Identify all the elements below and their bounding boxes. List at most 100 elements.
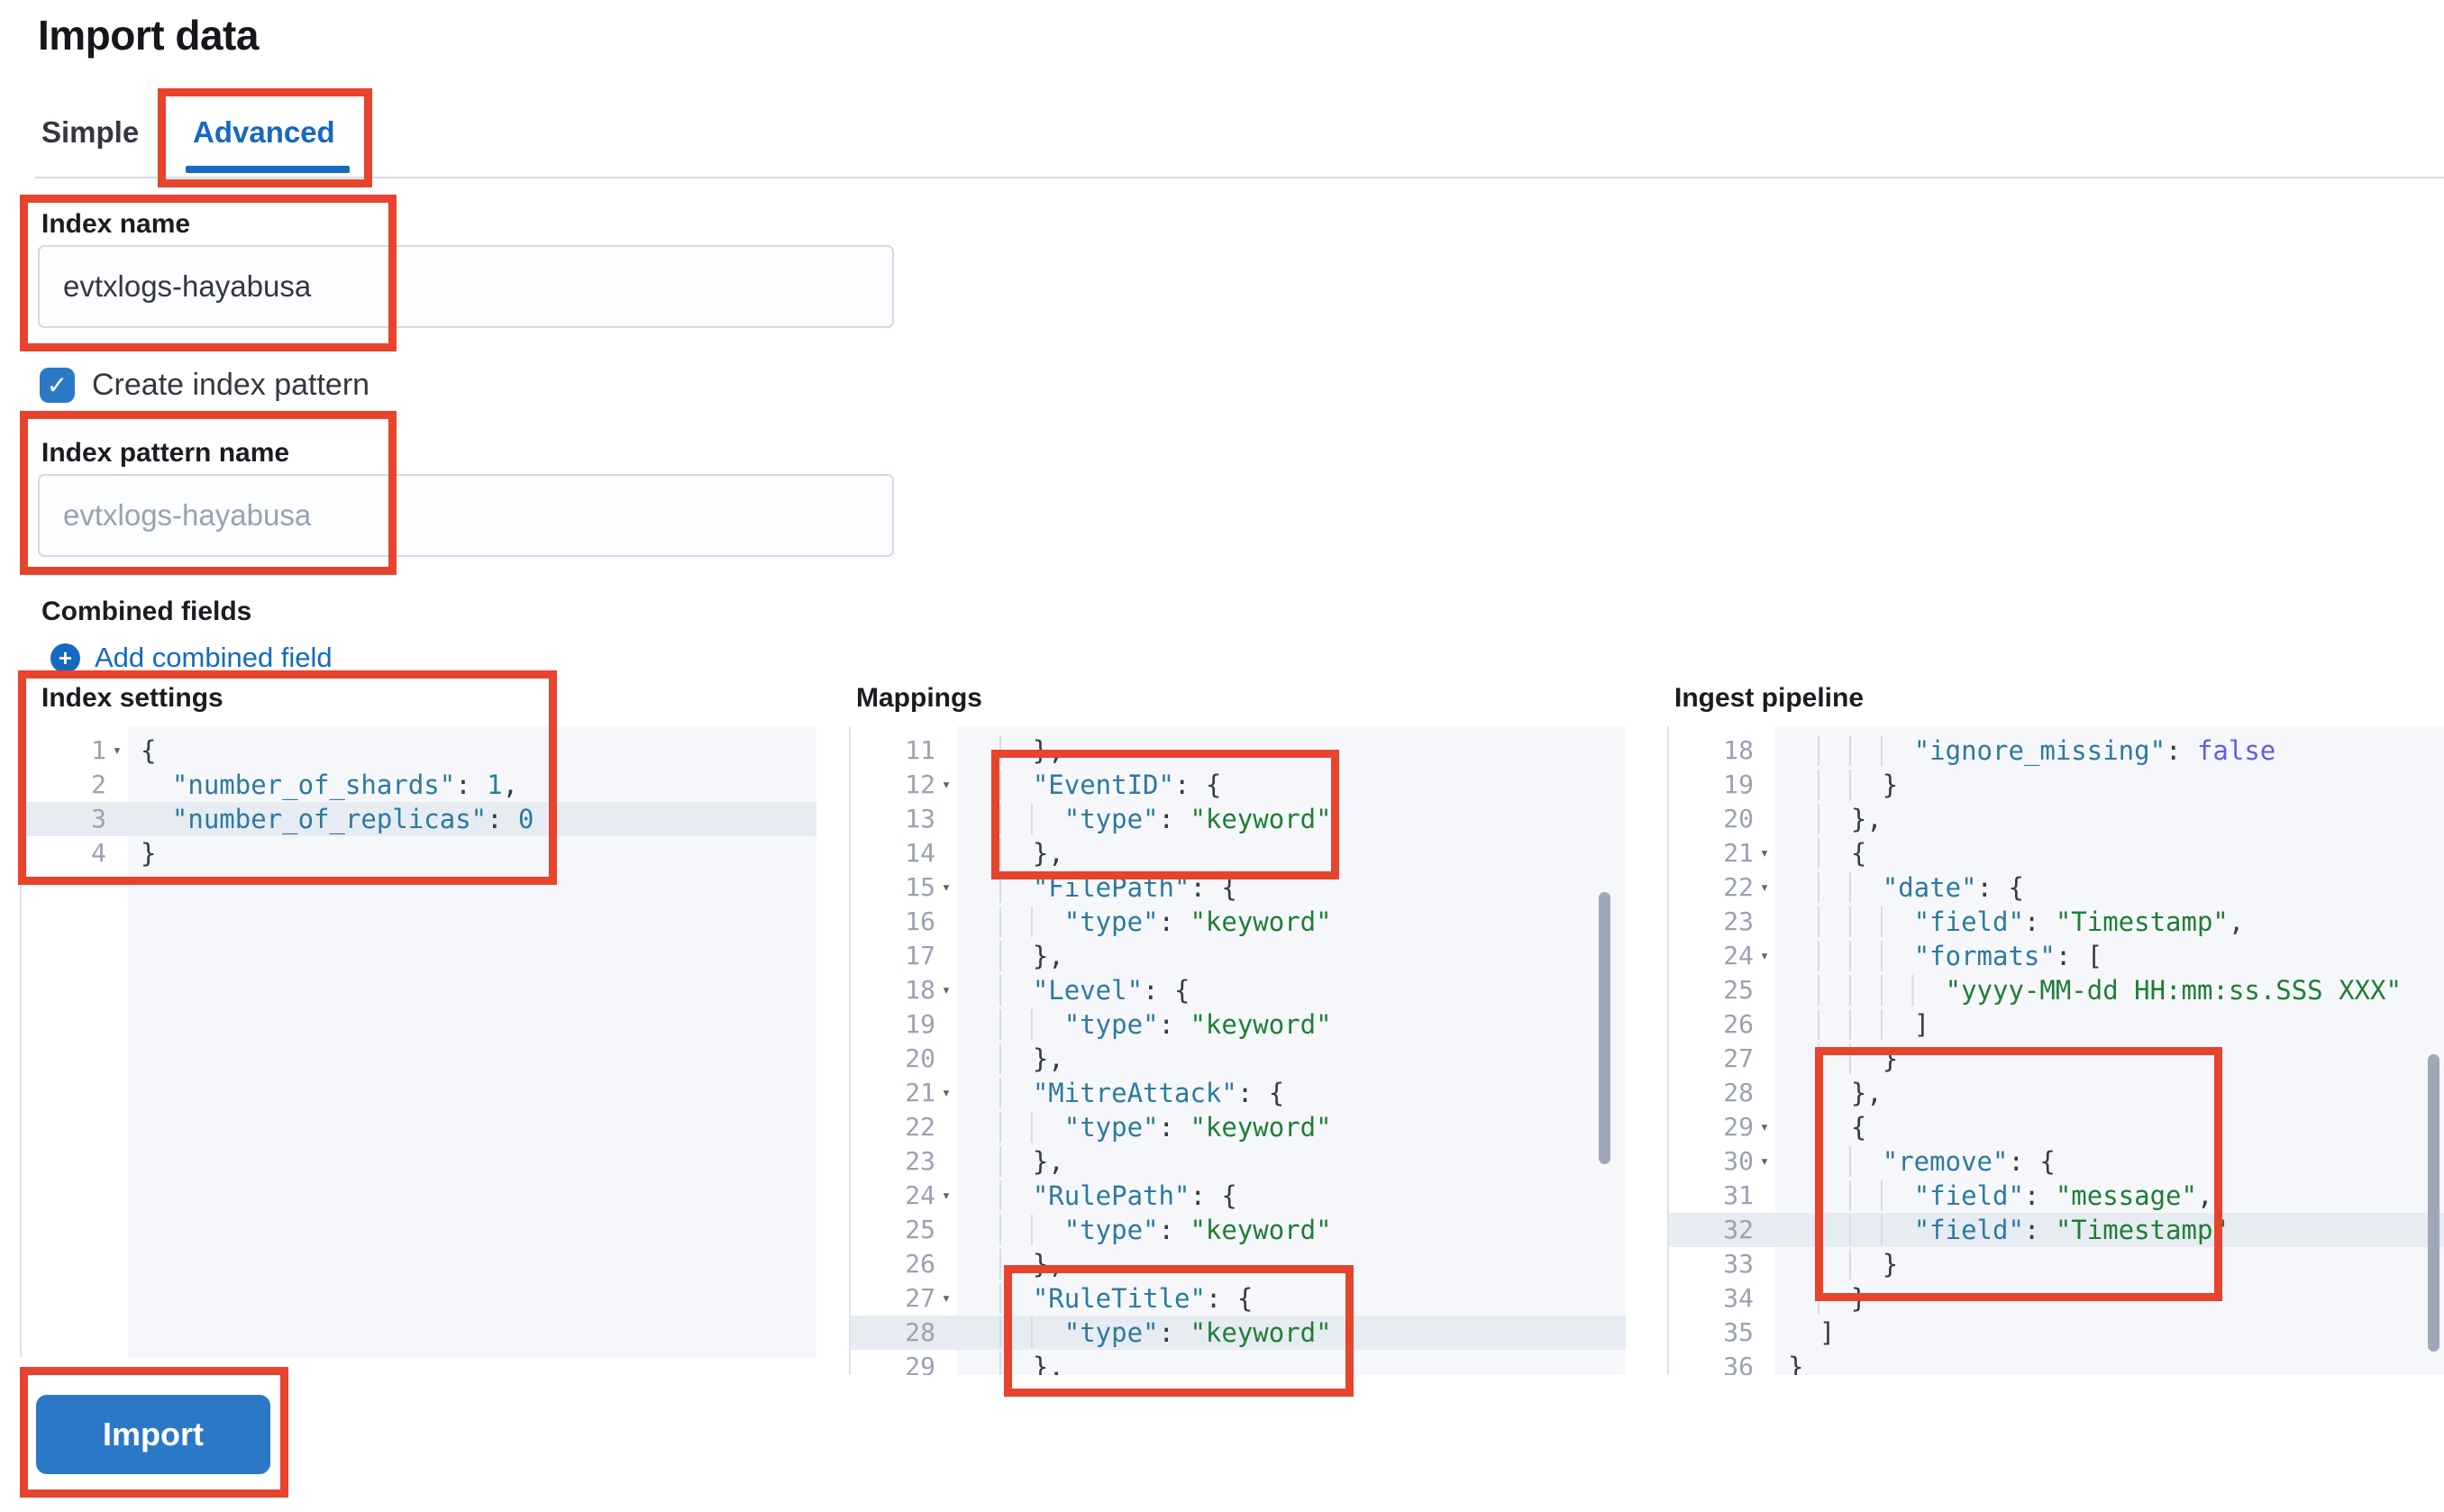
fold-arrow-slot — [1754, 1076, 1775, 1110]
code-line[interactable]: 23 "field": "Timestamp", — [1669, 905, 2444, 939]
code-line[interactable]: 33 } — [1669, 1247, 2444, 1281]
code-line[interactable]: 28 "type": "keyword" — [851, 1316, 1626, 1350]
fold-arrow-icon[interactable]: ▾ — [941, 776, 952, 794]
code-text: "formats": [ — [1775, 939, 2444, 973]
code-line[interactable]: 27 } — [1669, 1042, 2444, 1076]
plus-icon: + — [50, 642, 80, 673]
code-text: }, — [1775, 802, 2444, 836]
code-line[interactable]: 17 }, — [851, 939, 1626, 973]
fold-arrow-icon[interactable]: ▾ — [941, 981, 952, 999]
line-number: 29 — [905, 1352, 935, 1375]
index-pattern-name-input[interactable] — [38, 474, 894, 557]
code-line[interactable]: 21▾ { — [1669, 836, 2444, 870]
fold-arrow-icon[interactable]: ▾ — [941, 1289, 952, 1307]
line-number: 24 — [905, 1180, 935, 1210]
code-line[interactable]: 20 }, — [1669, 802, 2444, 836]
add-combined-field-label: Add combined field — [95, 642, 333, 673]
vertical-scrollbar[interactable] — [2428, 1054, 2439, 1352]
line-number: 21 — [1723, 838, 1754, 868]
fold-arrow-icon[interactable]: ▾ — [1759, 844, 1770, 862]
code-line[interactable]: 28 }, — [1669, 1076, 2444, 1110]
fold-arrow-icon[interactable]: ▾ — [112, 742, 123, 760]
vertical-scrollbar[interactable] — [1599, 892, 1610, 1164]
code-line[interactable]: 22 "type": "keyword" — [851, 1110, 1626, 1144]
code-line[interactable]: 14 }, — [851, 836, 1626, 870]
code-line[interactable]: 3 "number_of_replicas": 0 — [22, 802, 816, 836]
code-text: "FilePath": { — [957, 870, 1626, 905]
fold-arrow-icon[interactable]: ▾ — [941, 879, 952, 897]
line-number: 26 — [905, 1249, 935, 1279]
code-text: "RuleTitle": { — [957, 1281, 1626, 1316]
fold-arrow-slot — [935, 733, 957, 768]
code-text: "remove": { — [1775, 1144, 2444, 1179]
code-line[interactable]: 31 "field": "message", — [1669, 1179, 2444, 1213]
line-number: 13 — [905, 804, 935, 833]
code-line[interactable]: 19 } — [1669, 768, 2444, 802]
index-name-input[interactable] — [38, 245, 894, 328]
fold-arrow-icon[interactable]: ▾ — [941, 1084, 952, 1102]
code-line[interactable]: 18▾ "Level": { — [851, 973, 1626, 1007]
code-line[interactable]: 26 }, — [851, 1247, 1626, 1281]
code-text: }, — [957, 939, 1626, 973]
code-text: "date": { — [1775, 870, 2444, 905]
code-line[interactable]: 30 ▾ "remove": { — [1669, 1144, 2444, 1179]
index-settings-editor[interactable]: 1▾{2 "number_of_shards": 1,3 "number_of_… — [20, 726, 816, 1357]
code-line[interactable]: 35 ] — [1669, 1316, 2444, 1350]
fold-arrow-icon[interactable]: ▾ — [1759, 1118, 1770, 1136]
code-line[interactable]: 4} — [22, 836, 816, 870]
code-text: }, — [957, 1144, 1626, 1179]
code-line[interactable]: 20 }, — [851, 1042, 1626, 1076]
code-line[interactable]: 25 "type": "keyword" — [851, 1213, 1626, 1247]
code-line[interactable]: 15▾ "FilePath": { — [851, 870, 1626, 905]
code-line[interactable]: 18 "ignore_missing": false — [1669, 733, 2444, 768]
code-text: }, — [957, 1247, 1626, 1281]
add-combined-field-button[interactable]: + Add combined field — [50, 642, 333, 674]
code-line[interactable]: 12▾ "EventID": { — [851, 768, 1626, 802]
code-line[interactable]: 2 "number_of_shards": 1, — [22, 768, 816, 802]
code-line[interactable]: 21▾ "MitreAttack": { — [851, 1076, 1626, 1110]
fold-arrow-slot — [1754, 1213, 1775, 1247]
code-text: } — [1775, 1042, 2444, 1076]
code-line[interactable]: 16 "type": "keyword" — [851, 905, 1626, 939]
line-number: 30 — [1723, 1146, 1754, 1176]
line-number: 3 — [91, 804, 106, 833]
code-text: } — [1788, 1352, 1804, 1375]
code-line[interactable]: 11 }, — [851, 733, 1626, 768]
code-line[interactable]: 34 } — [1669, 1281, 2444, 1316]
code-line[interactable]: 1▾{ — [22, 733, 816, 768]
code-line[interactable]: 29▾ { — [1669, 1110, 2444, 1144]
create-index-pattern-checkbox[interactable]: ✓ — [40, 368, 75, 403]
code-line[interactable]: 25 "yyyy-MM-dd HH:mm:ss.SSS XXX" — [1669, 973, 2444, 1007]
code-text: "type": "keyword" — [957, 905, 1626, 939]
code-line[interactable]: 24▾ "RulePath": { — [851, 1179, 1626, 1213]
mappings-label: Mappings — [856, 683, 982, 713]
line-number: 20 — [1723, 804, 1754, 833]
code-line[interactable]: 24▾ "formats": [ — [1669, 939, 2444, 973]
code-line[interactable]: 13 "type": "keyword" — [851, 802, 1626, 836]
fold-arrow-slot — [935, 1247, 957, 1281]
tab-simple[interactable]: Simple — [41, 115, 140, 149]
code-text: "ignore_missing": false — [1775, 733, 2444, 768]
code-line[interactable]: 22▾ "date": { — [1669, 870, 2444, 905]
import-button[interactable]: Import — [36, 1395, 270, 1474]
fold-arrow-icon[interactable]: ▾ — [1759, 947, 1770, 965]
code-line[interactable]: 26 ] — [1669, 1007, 2444, 1042]
code-line[interactable]: 29 }, — [851, 1350, 1626, 1375]
line-number: 25 — [1723, 975, 1754, 1005]
code-line[interactable]: 23 }, — [851, 1144, 1626, 1179]
code-line[interactable]: 36} — [1669, 1350, 2444, 1375]
fold-arrow-icon[interactable]: ▾ — [1759, 879, 1770, 897]
code-text: "MitreAttack": { — [957, 1076, 1626, 1110]
code-line[interactable]: 27▾ "RuleTitle": { — [851, 1281, 1626, 1316]
create-index-pattern-label: Create index pattern — [92, 368, 370, 402]
fold-arrow-slot — [935, 905, 957, 939]
line-number: 25 — [905, 1215, 935, 1244]
code-line[interactable]: 32 "field": "Timestamp" — [1669, 1213, 2444, 1247]
fold-arrow-slot — [106, 802, 128, 836]
fold-arrow-icon[interactable]: ▾ — [941, 1187, 952, 1205]
code-line[interactable]: 19 "type": "keyword" — [851, 1007, 1626, 1042]
tab-advanced[interactable]: Advanced — [193, 115, 335, 149]
mappings-editor[interactable]: 11 },12▾ "EventID": {13 "type": "keyword… — [849, 726, 1626, 1375]
fold-arrow-icon[interactable]: ▾ — [1759, 1152, 1770, 1170]
